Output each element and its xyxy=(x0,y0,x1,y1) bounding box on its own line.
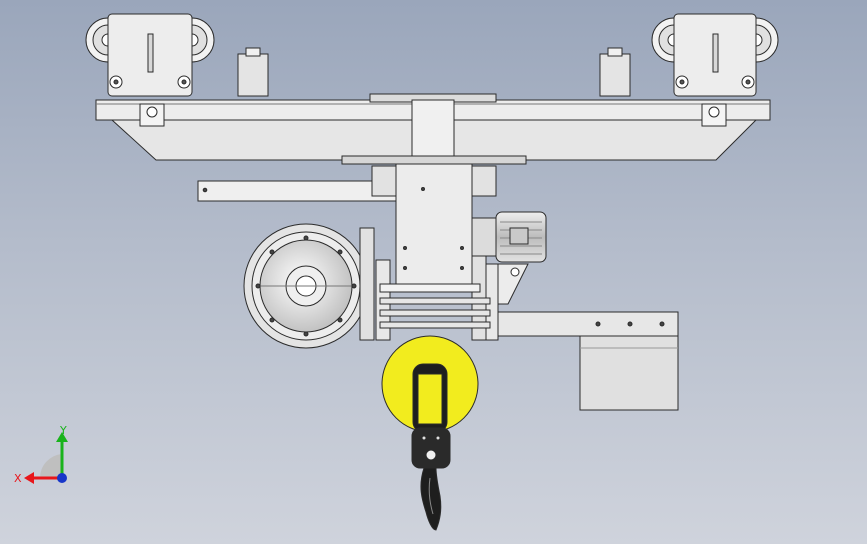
triad-x-label: X xyxy=(14,472,22,485)
rear-extension-plate xyxy=(497,311,679,411)
gear-frame xyxy=(359,227,529,341)
hoist-motor xyxy=(471,211,547,263)
rope-drum xyxy=(243,223,369,349)
side-bracket-arm xyxy=(197,165,497,202)
right-lifting-lug xyxy=(701,103,727,127)
left-lifting-lug xyxy=(139,103,165,127)
coordinate-triad: Y X xyxy=(14,424,68,485)
beam-buffers xyxy=(237,47,631,97)
hook-block xyxy=(381,335,479,469)
hook xyxy=(420,467,442,531)
left-trolley-wheel-assembly xyxy=(85,13,215,97)
central-housing xyxy=(395,163,473,285)
triad-y-label: Y xyxy=(59,424,67,437)
main-crane-beam xyxy=(95,93,771,165)
right-trolley-wheel-assembly xyxy=(651,13,779,97)
